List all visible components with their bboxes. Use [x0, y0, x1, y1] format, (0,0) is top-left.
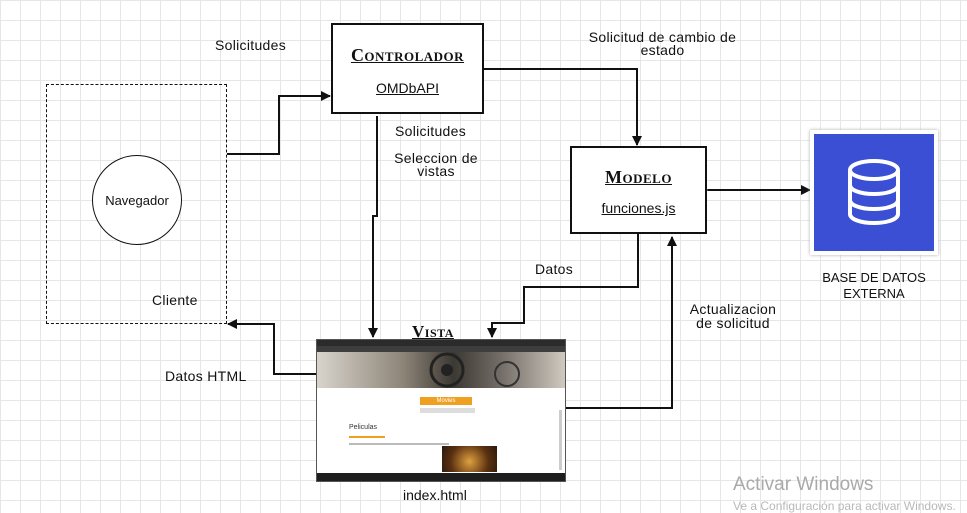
thumb-scrollbar: [559, 410, 562, 470]
thumb-movie-poster: [442, 446, 497, 472]
model-box: Modelo funciones.js: [570, 146, 707, 234]
edge-label-actualizacion: Actualizacion de solicitud: [678, 302, 788, 330]
controller-box: Controlador OMDbAPI: [331, 23, 484, 114]
edge-controller-to-model: [484, 68, 642, 146]
database-label: BASE DE DATOS EXTERNA: [800, 270, 948, 302]
view-screenshot: Movies Peliculas: [316, 339, 566, 482]
thumb-address-bar: [317, 346, 565, 352]
model-title: Modelo: [605, 167, 672, 187]
thumb-search-title: Movies: [420, 397, 472, 405]
edge-view-to-client: [227, 319, 316, 375]
thumb-section-heading: Peliculas: [349, 424, 378, 431]
edge-label-solicitud-cambio-line1: Solicitud de cambio de: [588, 29, 737, 45]
thumb-taskbar: [317, 473, 565, 481]
edge-label-seleccion: Seleccion de vistas: [385, 150, 487, 179]
edge-label-actualizacion-line1: Actualizacion: [689, 301, 777, 317]
edge-label-actualizacion-line2: de solicitud: [696, 315, 770, 331]
browser-node: Navegador: [92, 155, 182, 245]
edge-label-seleccion-line2: vistas: [417, 163, 455, 179]
view-file-label: index.html: [403, 487, 467, 503]
edge-controller-to-view: [368, 116, 378, 338]
edge-label-solicitudes-mid: Solicitudes: [395, 123, 467, 139]
controller-title: Controlador: [350, 45, 465, 65]
browser-label: Navegador: [105, 192, 169, 208]
thumb-browser-tabs: [317, 340, 565, 346]
edge-label-solicitud-cambio-line2: estado: [640, 42, 685, 58]
watermark-subtitle: Ve a Configuración para activar Windows.: [733, 499, 956, 513]
database-tile: [814, 134, 934, 251]
controller-subtitle: OMDbAPI: [375, 80, 439, 96]
database-node: [810, 130, 938, 255]
edge-label-datos-html: Datos HTML: [165, 368, 247, 384]
view-title: Vista: [412, 322, 454, 341]
client-label: Cliente: [152, 292, 198, 308]
edge-label-solicitudes-top: Solicitudes: [215, 37, 287, 53]
database-icon: [848, 159, 900, 226]
edge-model-to-view: [487, 234, 639, 338]
edge-label-datos: Datos: [535, 261, 574, 277]
thumb-table-header: [349, 443, 449, 445]
edge-label-seleccion-line1: Seleccion de: [394, 150, 478, 166]
edge-client-to-controller: [227, 91, 331, 155]
edge-view-to-model: [565, 236, 677, 409]
watermark-title: Activar Windows: [733, 474, 874, 495]
thumb-search-row: [420, 408, 475, 413]
film-reel-icon: [429, 352, 520, 388]
edge-label-solicitud-cambio: Solicitud de cambio de estado: [580, 29, 745, 58]
thumb-banner: [317, 352, 565, 388]
database-label-line2: EXTERNA: [843, 286, 905, 301]
model-subtitle: funciones.js: [601, 200, 676, 216]
client-boundary: [46, 84, 227, 324]
database-label-line1: BASE DE DATOS: [822, 270, 926, 285]
thumb-heading-underline: [349, 436, 385, 438]
